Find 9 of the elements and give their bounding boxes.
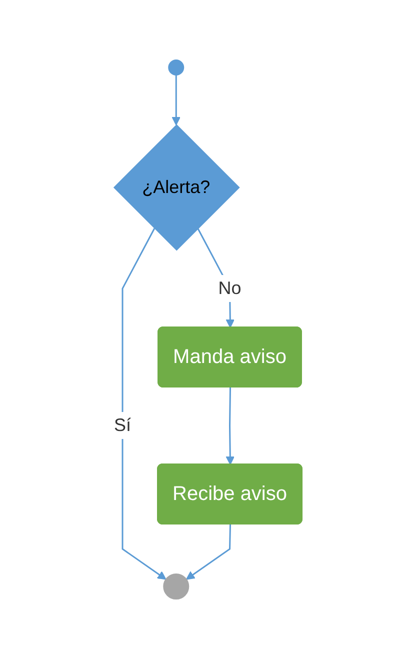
arrow — [226, 388, 235, 465]
edge-label: Sí — [114, 415, 131, 436]
arrow — [122, 228, 166, 580]
node-circle — [163, 574, 190, 600]
arrow — [172, 75, 181, 126]
node-circle — [168, 60, 184, 76]
edge-label: No — [218, 278, 242, 298]
node-diamond: ¿Alerta? — [113, 124, 240, 251]
arrow — [186, 524, 231, 580]
